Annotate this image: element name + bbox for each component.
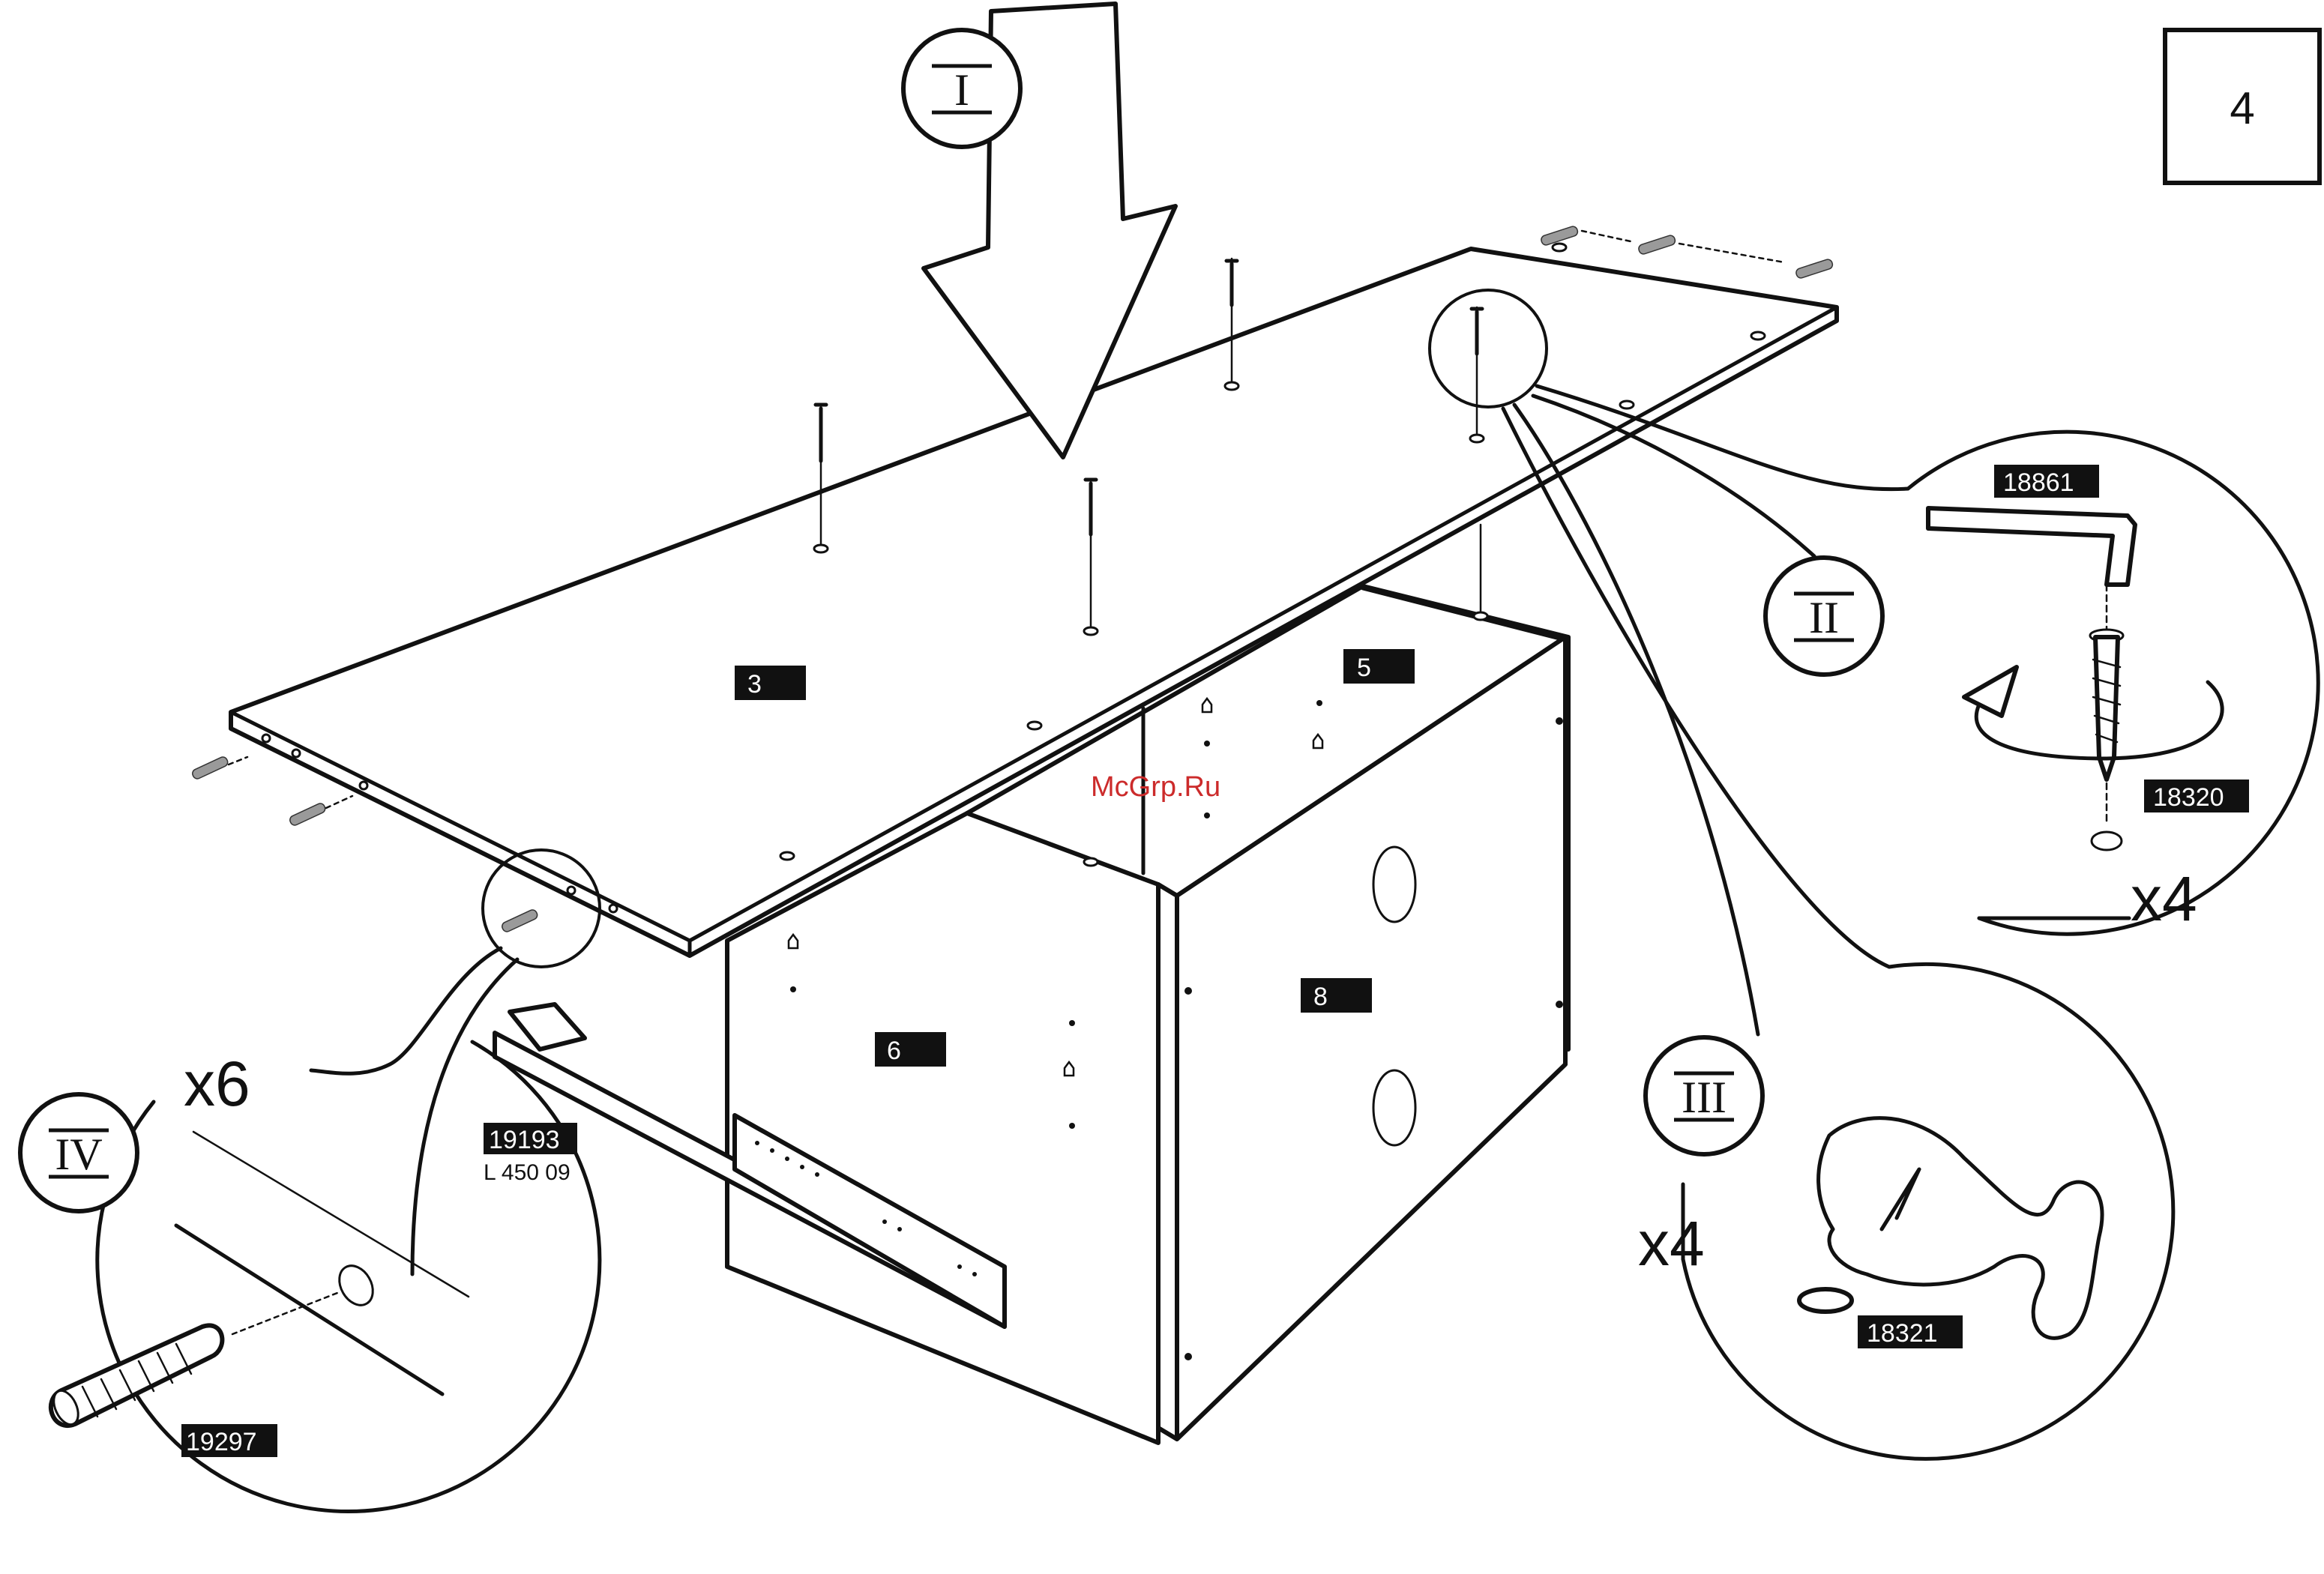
part-label-19193-sub: L 450 09	[484, 1160, 571, 1185]
part-label-19193: 19193 L 450 09	[484, 1123, 577, 1185]
detail-screw: 18861 18320 x4	[1908, 432, 2318, 934]
quantity-dowels: x6	[184, 1049, 250, 1119]
screw-icon	[2090, 585, 2123, 850]
panel-label-6-text: 6	[887, 1037, 901, 1065]
part-label-18321-text: 18321	[1867, 1319, 1938, 1348]
quantity-screws: x4	[2131, 863, 2197, 934]
part-label-18320: 18320	[2144, 780, 2249, 812]
panel-label-8-text: 8	[1313, 983, 1328, 1011]
dowel-icon	[49, 1325, 222, 1428]
panel-label-5-text: 5	[1357, 654, 1371, 682]
hand-icon	[1799, 1118, 2102, 1339]
step-badge-4: IV	[20, 1094, 137, 1211]
panel-label-3: 3	[735, 666, 806, 700]
part-label-19193-text: 19193	[489, 1126, 560, 1154]
step-badge-2-text: II	[1809, 593, 1839, 642]
rotate-arrow-icon	[1964, 667, 2222, 759]
allen-key-icon	[1928, 508, 2135, 585]
part-label-18861-text: 18861	[2003, 468, 2074, 497]
part-label-18320-text: 18320	[2153, 783, 2224, 812]
step-badge-4-text: IV	[55, 1130, 102, 1179]
part-label-19297-text: 19297	[186, 1428, 257, 1456]
quantity-pads: x4	[1638, 1208, 1705, 1279]
panel-label-5: 5	[1343, 649, 1415, 684]
part-label-18861: 18861	[1994, 465, 2099, 498]
page-number-box: 4	[2165, 30, 2320, 183]
page-number: 4	[2230, 83, 2254, 133]
step-badge-1: I	[903, 30, 1020, 147]
panel-label-8: 8	[1301, 978, 1372, 1013]
step-badge-3-text: III	[1682, 1073, 1727, 1122]
part-label-18321: 18321	[1858, 1315, 1963, 1348]
watermark: McGrp.Ru	[1091, 771, 1220, 803]
panel-label-3-text: 3	[747, 670, 762, 699]
step-badge-3: III	[1646, 1037, 1762, 1154]
detail-dowel: 19297 x6	[49, 1042, 600, 1511]
step-badge-2: II	[1765, 558, 1882, 675]
part-label-19297: 19297	[181, 1424, 277, 1457]
panel-label-6: 6	[875, 1032, 946, 1067]
step-badge-1-text: I	[954, 65, 969, 115]
